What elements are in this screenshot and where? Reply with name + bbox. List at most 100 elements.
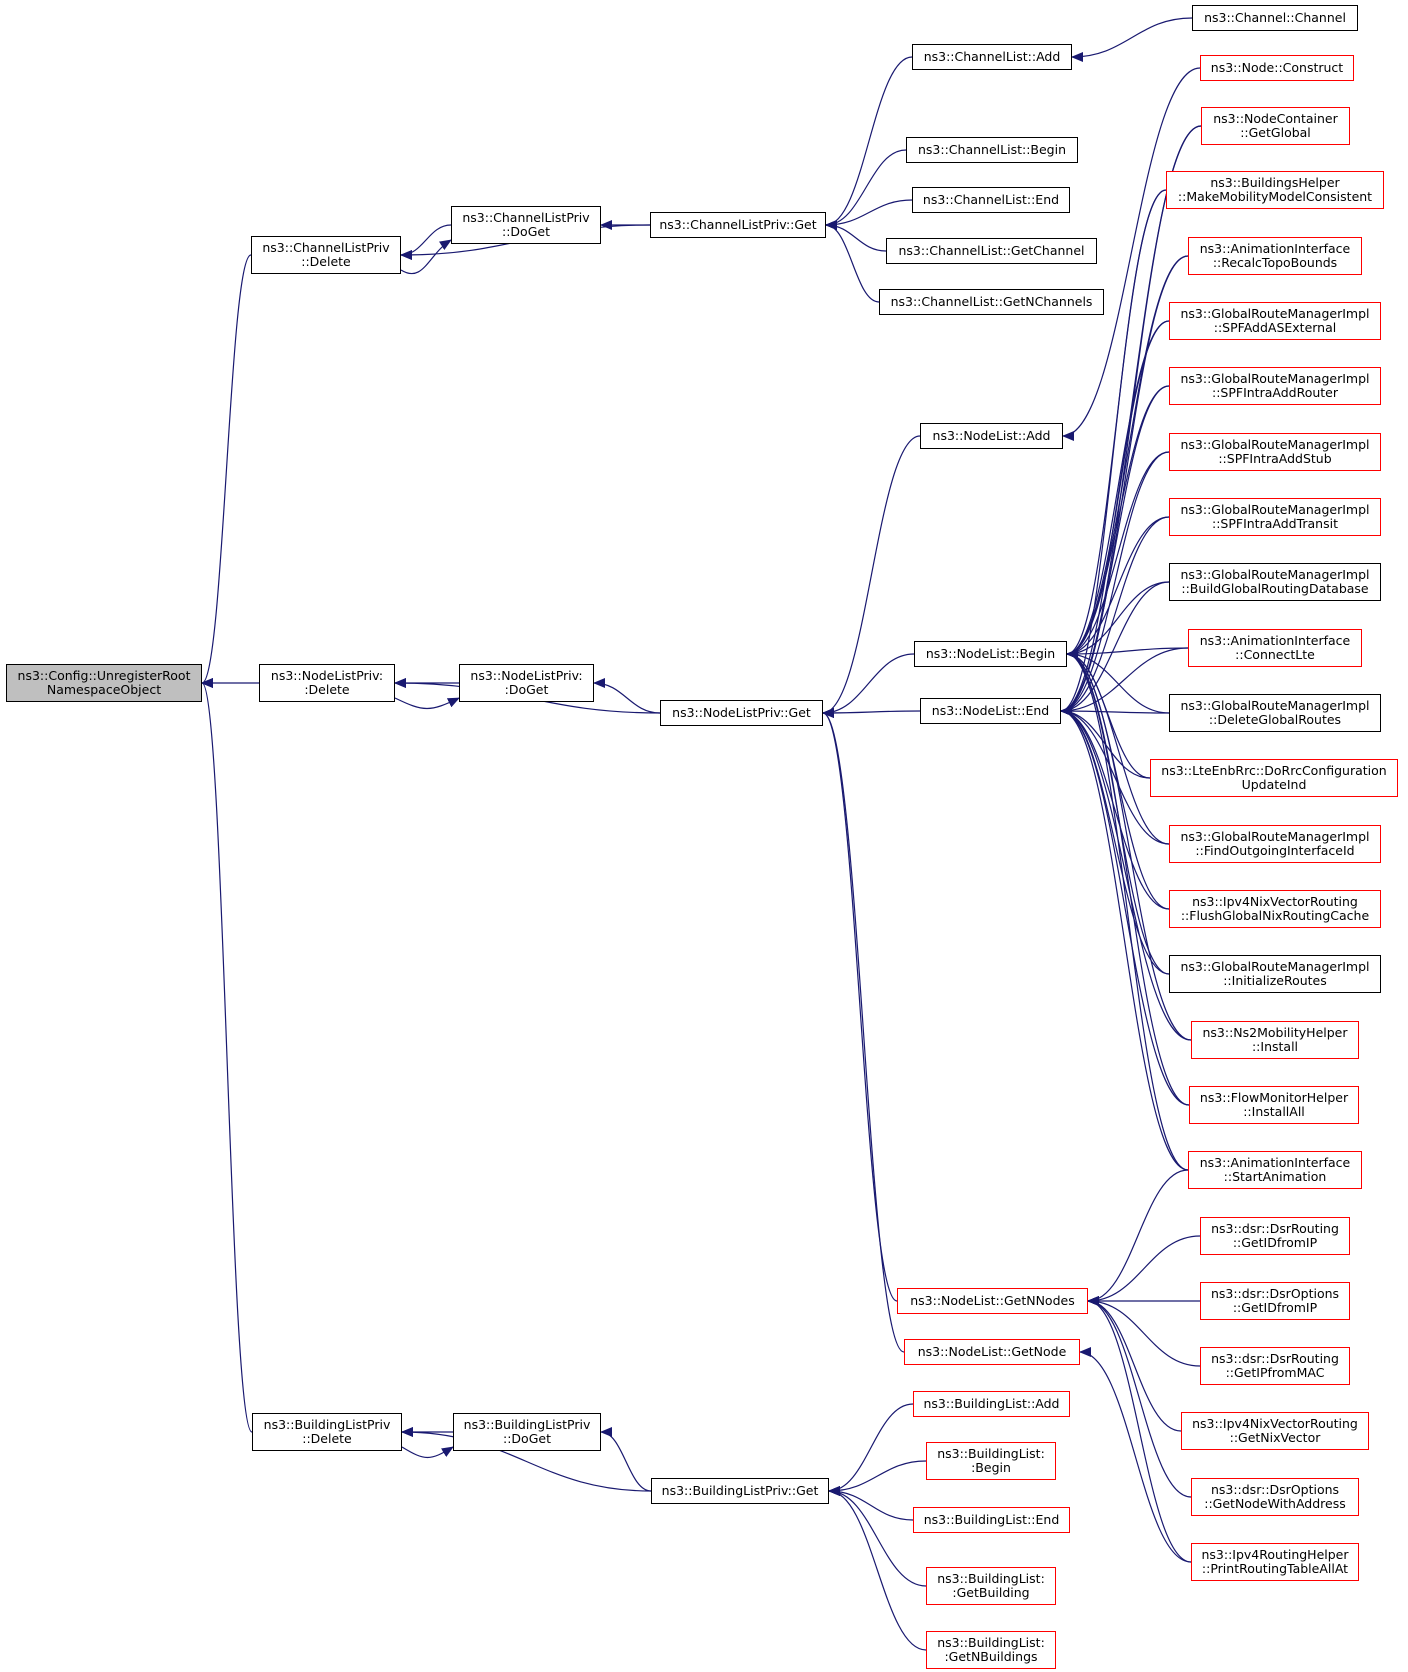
node-grmspfext[interactable]: ns3::GlobalRouteManagerImpl::SPFAddASExt… [1169,302,1381,340]
node-chadd[interactable]: ns3::ChannelList::Add [912,44,1072,70]
edge-blprivdelete-to-root [201,678,253,1433]
edge-grmbuild-to-nlend [1060,581,1170,716]
node-label-line: :Delete [304,682,350,697]
node-label-line: ns3::NodeListPriv: [470,667,583,683]
node-label-line: ns3::AnimationInterface [1199,1154,1351,1170]
node-v4print[interactable]: ns3::Ipv4RoutingHelper::PrintRoutingTabl… [1191,1543,1359,1581]
node-chprivget[interactable]: ns3::ChannelListPriv::Get [650,212,826,238]
edge-fminstall-to-nlbegin [1066,649,1190,1106]
node-label-line: ns3::GlobalRouteManagerImpl [1180,566,1370,582]
node-dsrogetid[interactable]: ns3::dsr::DsrOptions::GetIDfromIP [1200,1282,1350,1320]
edge-blgetbuilding-to-blprivget [828,1486,927,1587]
node-bladd[interactable]: ns3::BuildingList::Add [913,1391,1070,1417]
node-chprivdelete[interactable]: ns3::ChannelListPriv::Delete [251,236,401,274]
node-blbegin[interactable]: ns3::BuildingList::Begin [926,1442,1056,1480]
node-label-line: ns3::BuildingList::End [923,1511,1060,1527]
edge-nlprivdelete-to-nlprivdoget [394,697,460,709]
node-chgetchannel[interactable]: ns3::ChannelList::GetChannel [886,238,1097,264]
node-label-line: ::GetIDfromIP [1232,1235,1318,1250]
node-grmbuild[interactable]: ns3::GlobalRouteManagerImpl::BuildGlobal… [1169,563,1381,601]
node-label-line: ::Delete [301,254,351,269]
edge-nlgetnode-to-nlprivget [822,708,905,1353]
node-nlprivdoget[interactable]: ns3::NodeListPriv::DoGet [459,664,594,702]
node-grminit[interactable]: ns3::GlobalRouteManagerImpl::InitializeR… [1169,955,1381,993]
node-label-line: ::GetIDfromIP [1232,1300,1318,1315]
node-nlbegin[interactable]: ns3::NodeList::Begin [914,641,1067,667]
node-nladd[interactable]: ns3::NodeList::Add [920,423,1063,449]
edge-nodeconstruct-to-nladd [1062,67,1201,441]
node-nlprivget[interactable]: ns3::NodeListPriv::Get [660,700,823,726]
edge-nixgetvec-to-nlgetnnodes [1087,1296,1182,1432]
edge-nlprivget-to-nlprivdoget [593,678,661,714]
node-ns2install[interactable]: ns3::Ns2MobilityHelper::Install [1191,1021,1359,1059]
node-label-line: ::Delete [302,1431,352,1446]
edge-channel-to-chadd [1071,17,1193,62]
node-label-line: ::FlushGlobalNixRoutingCache [1180,908,1370,923]
node-channel[interactable]: ns3::Channel::Channel [1192,5,1358,31]
node-nlgetnnodes[interactable]: ns3::NodeList::GetNNodes [897,1288,1088,1314]
node-label-line: ns3::BuildingList::Add [923,1395,1060,1411]
node-label-line: ::StartAnimation [1223,1169,1327,1184]
node-label-line: ns3::BuildingListPriv [263,1416,391,1432]
node-label-line: ns3::ChannelList::End [922,191,1060,207]
node-grmdelete[interactable]: ns3::GlobalRouteManagerImpl::DeleteGloba… [1169,694,1381,732]
node-dsrrgetip[interactable]: ns3::dsr::DsrRouting::GetIPfromMAC [1200,1347,1350,1385]
edge-chbegin-to-chprivget [825,149,907,230]
edge-grmspfext-to-nlend [1060,320,1170,716]
node-label-line: ns3::ChannelListPriv::Get [659,216,817,232]
node-label-line: NamespaceObject [46,682,162,697]
edge-chprivdoget-to-chprivdelete [400,224,452,260]
node-grmspfrouter[interactable]: ns3::GlobalRouteManagerImpl::SPFIntraAdd… [1169,367,1381,405]
node-grmspftransit[interactable]: ns3::GlobalRouteManagerImpl::SPFIntraAdd… [1169,498,1381,536]
node-label-line: ns3::NodeList::Begin [925,645,1056,661]
node-blgetn[interactable]: ns3::BuildingList::GetNBuildings [926,1631,1056,1669]
node-label-line: :DoGet [504,682,549,697]
node-grmspfstub[interactable]: ns3::GlobalRouteManagerImpl::SPFIntraAdd… [1169,433,1381,471]
edge-blprivdelete-to-blprivdoget [401,1446,454,1459]
node-ncgetglobal[interactable]: ns3::NodeContainer::GetGlobal [1201,107,1350,145]
edge-aistart-to-nlbegin [1066,649,1189,1171]
node-nodeconstruct[interactable]: ns3::Node::Construct [1200,55,1354,81]
node-dsrogetnode[interactable]: ns3::dsr::DsrOptions::GetNodeWithAddress [1191,1478,1359,1516]
node-label-line: ns3::GlobalRouteManagerImpl [1180,370,1370,386]
node-label-line: ::DoGet [503,1431,551,1446]
node-chgetn[interactable]: ns3::ChannelList::GetNChannels [879,289,1104,315]
node-blprivdelete[interactable]: ns3::BuildingListPriv::Delete [252,1413,402,1451]
node-airecalc[interactable]: ns3::AnimationInterface::RecalcTopoBound… [1188,237,1362,275]
edge-ns2install-to-nlend [1060,706,1192,1041]
node-aistart[interactable]: ns3::AnimationInterface::StartAnimation [1188,1151,1362,1189]
edge-blprivget-to-blprivdoget [600,1427,652,1492]
node-label-line: ns3::Ns2MobilityHelper [1202,1024,1348,1040]
edge-aiconnect-to-nlend [1060,647,1189,716]
node-dsrrgetid[interactable]: ns3::dsr::DsrRouting::GetIDfromIP [1200,1217,1350,1255]
edge-chprivdelete-to-root [201,254,252,688]
node-label-line: ns3::Node::Construct [1210,59,1344,75]
node-nlend[interactable]: ns3::NodeList::End [920,698,1061,724]
node-fminstall[interactable]: ns3::FlowMonitorHelper::InstallAll [1189,1086,1359,1124]
node-bhmake[interactable]: ns3::BuildingsHelper::MakeMobilityModelC… [1166,171,1384,209]
edge-chgetn-to-chprivget [825,220,880,303]
node-chend[interactable]: ns3::ChannelList::End [912,187,1070,213]
node-blprivdoget[interactable]: ns3::BuildingListPriv::DoGet [453,1413,601,1451]
node-label-line: ns3::NodeListPriv::Get [672,704,811,720]
node-label-line: ::GetGlobal [1240,125,1311,140]
node-nixgetvec[interactable]: ns3::Ipv4NixVectorRouting::GetNixVector [1181,1412,1369,1450]
node-chprivdoget[interactable]: ns3::ChannelListPriv::DoGet [451,206,601,244]
node-label-line: ::SPFAddASExternal [1213,320,1337,335]
node-nlprivdelete[interactable]: ns3::NodeListPriv::Delete [259,664,395,702]
node-blgetbuilding[interactable]: ns3::BuildingList::GetBuilding [926,1567,1056,1605]
node-label-line: ns3::NodeList::End [931,702,1050,718]
node-blend[interactable]: ns3::BuildingList::End [913,1507,1070,1533]
node-aiconnect[interactable]: ns3::AnimationInterface::ConnectLte [1188,629,1362,667]
node-chbegin[interactable]: ns3::ChannelList::Begin [906,137,1078,163]
edge-grminit-to-nlend [1060,706,1170,975]
node-grmfind[interactable]: ns3::GlobalRouteManagerImpl::FindOutgoin… [1169,825,1381,863]
node-blprivget[interactable]: ns3::BuildingListPriv::Get [651,1478,829,1504]
node-label-line: ns3::Channel::Channel [1204,9,1346,25]
node-label-line: ::GetIPfromMAC [1225,1365,1325,1380]
node-nixflush[interactable]: ns3::Ipv4NixVectorRouting::FlushGlobalNi… [1169,890,1381,928]
node-nlgetnode[interactable]: ns3::NodeList::GetNode [904,1339,1080,1365]
